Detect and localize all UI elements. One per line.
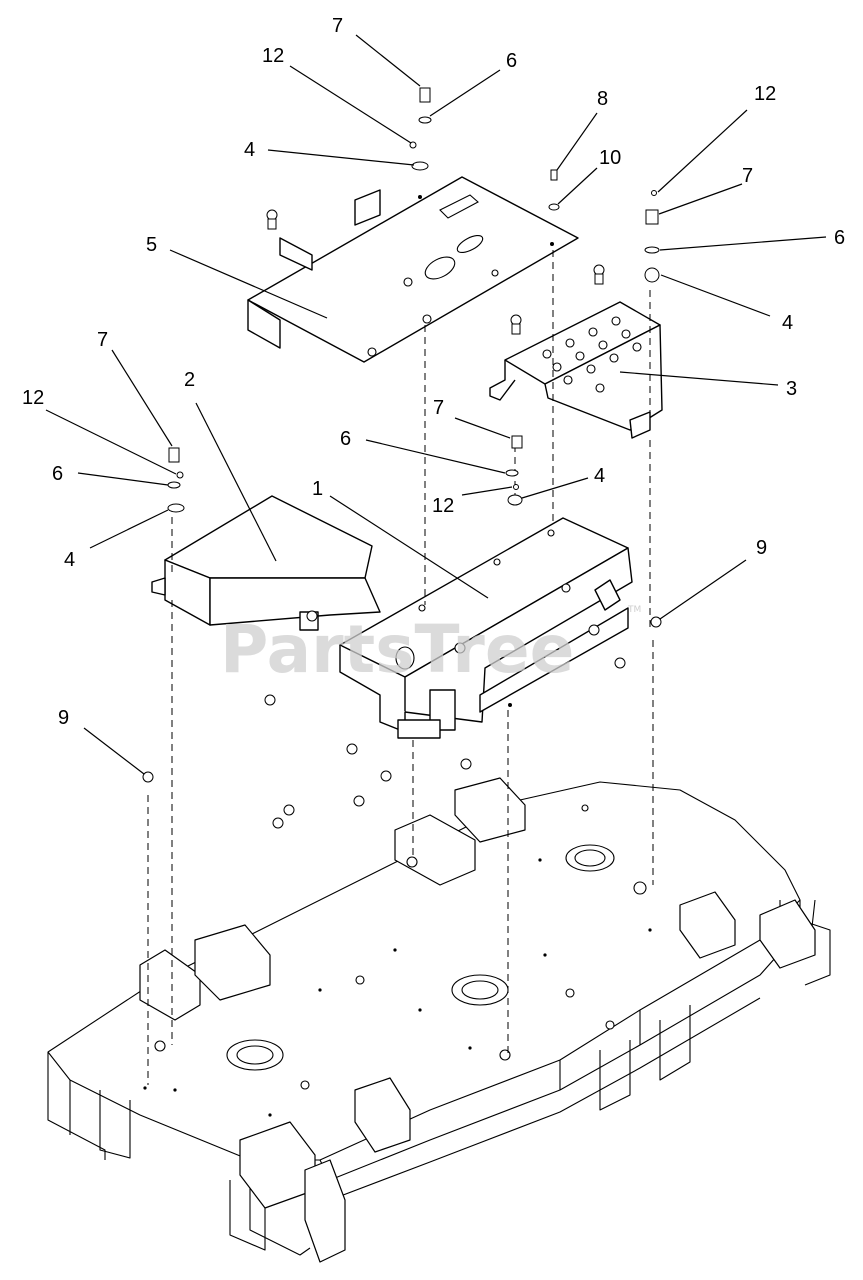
callout-4: 8 (597, 88, 608, 110)
callout-18: 6 (340, 428, 351, 450)
callout-16: 4 (64, 549, 75, 571)
callout-22: 9 (756, 537, 767, 559)
callout-10: 5 (146, 234, 157, 256)
assembly-centerlines (147, 250, 654, 1085)
callout-7: 7 (742, 165, 753, 187)
callout-6: 12 (754, 83, 776, 105)
callout-21: 4 (594, 465, 605, 487)
callouts: 7 12 6 4 8 10 12 7 6 4 5 3 7 2 12 6 4 7 … (22, 15, 845, 729)
callout-5: 10 (599, 147, 621, 169)
callout-15: 6 (52, 463, 63, 485)
part-5-upper-plate (247, 176, 579, 363)
part-2-belt-cover (151, 495, 381, 631)
callout-17: 7 (433, 397, 444, 419)
callout-2: 6 (506, 50, 517, 72)
callout-19: 1 (312, 478, 323, 500)
part-3-grate (489, 301, 663, 439)
callout-9: 4 (782, 312, 793, 334)
watermark-trademark: TM (627, 605, 641, 615)
callout-12: 7 (97, 329, 108, 351)
mower-deck (47, 777, 831, 1263)
callout-8: 6 (834, 227, 845, 249)
callout-23: 9 (58, 707, 69, 729)
callout-14: 12 (22, 387, 44, 409)
callout-0: 7 (332, 15, 343, 37)
callout-1: 12 (262, 45, 284, 67)
leader-lines (45, 34, 827, 775)
callout-3: 4 (244, 139, 255, 161)
callout-13: 2 (184, 369, 195, 391)
callout-11: 3 (786, 378, 797, 400)
watermark: PartsTree (220, 611, 574, 688)
callout-20: 12 (432, 495, 454, 517)
hardware (142, 87, 662, 829)
